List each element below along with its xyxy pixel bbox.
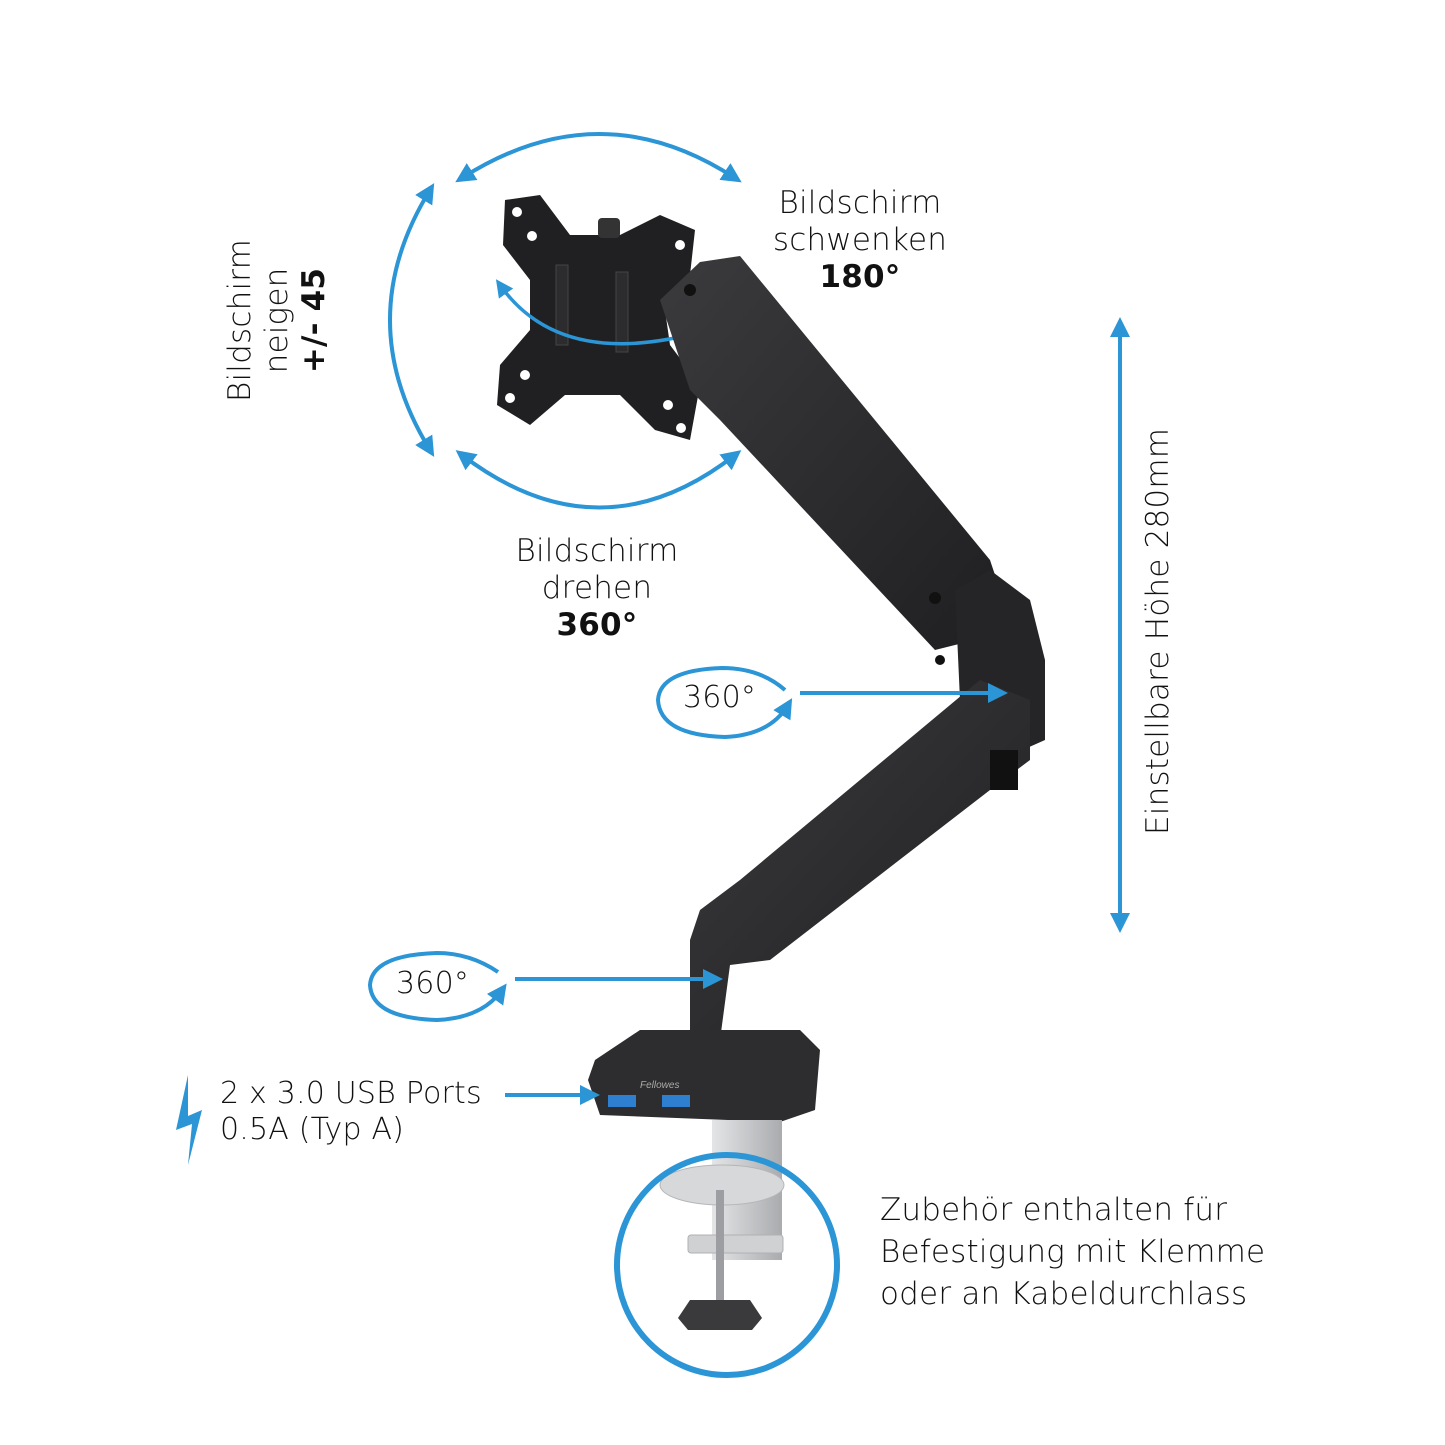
clamp-label-line3: oder an Kabeldurchlass [880, 1275, 1248, 1312]
lightning-icon [176, 1075, 202, 1165]
clamp-label-line2: Befestigung mit Klemme [880, 1233, 1266, 1270]
usb-hub-base: Fellowes [588, 1030, 820, 1122]
elbow-rotation-arrow-icon [655, 665, 1008, 740]
clamp-label-line1: Zubehör enthalten für [880, 1192, 1228, 1228]
clamp-label: Zubehör enthalten für Befestigung mit Kl… [880, 1190, 1265, 1316]
tilt-arrow-icon [388, 183, 435, 457]
brand-logo: Fellowes [640, 1080, 679, 1091]
usb-label: 2 x 3.0 USB Ports 0.5A (Typ A) [220, 1076, 482, 1148]
lower-arm [690, 680, 1030, 1040]
height-label: Einstellbare Höhe 280mm [1140, 427, 1176, 835]
tilt-label-line2: neigen [259, 267, 296, 374]
usb-label-line1: 2 x 3.0 USB Ports [220, 1076, 482, 1111]
tilt-label: Bildschirm neigen +/- 45 [222, 239, 334, 402]
swivel-arrow-icon [455, 132, 742, 183]
rotate-label: Bildschirm drehen 360° [497, 533, 697, 645]
desk-clamp [659, 1120, 785, 1330]
base-rotation-arrow-icon [367, 950, 723, 1023]
rotate-label-value: 360° [556, 607, 638, 644]
usb-label-line2: 0.5A (Typ A) [220, 1112, 405, 1147]
tilt-label-line1: Bildschirm [222, 238, 258, 402]
rotate-label-line1: Bildschirm [515, 533, 679, 569]
rotate-label-line2: drehen [541, 570, 653, 607]
tilt-label-value: +/- 45 [296, 267, 333, 374]
clamp-highlight-circle [614, 1152, 840, 1378]
swivel-label-line1: Bildschirm [778, 185, 942, 221]
base-rotation-label: 360° [396, 966, 470, 1001]
usb-port-2 [662, 1095, 690, 1107]
swivel-label-value: 180° [819, 259, 901, 296]
usb-port-1 [608, 1095, 636, 1107]
swivel-label-line2: schwenken [772, 222, 948, 259]
rotate-arrow-icon [455, 450, 742, 510]
elbow-rotation-label: 360° [683, 680, 757, 715]
swivel-label: Bildschirm schwenken 180° [760, 185, 960, 297]
swivel-inner-arrow-icon [495, 279, 707, 346]
